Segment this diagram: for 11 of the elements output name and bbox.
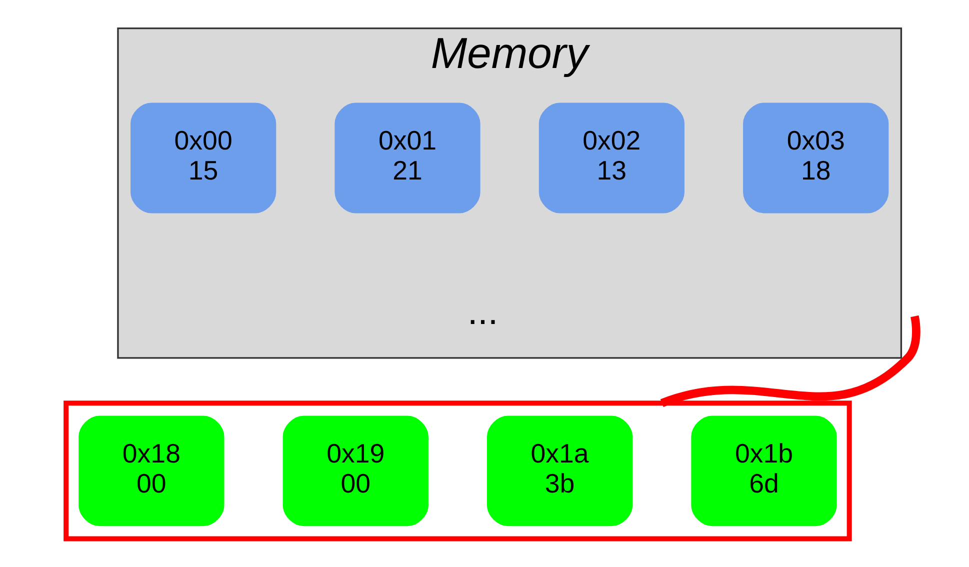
label: ... bbox=[467, 290, 498, 332]
node-box: 0x03 18 bbox=[743, 102, 889, 214]
node-box: 0x19 00 bbox=[282, 416, 428, 526]
node-box: 0x18 00 bbox=[78, 416, 224, 526]
node-box: 0x01 21 bbox=[334, 102, 480, 214]
cluster bbox=[64, 400, 852, 542]
node-box: 0x02 13 bbox=[538, 102, 684, 214]
node-box: 0x1b 6d bbox=[691, 416, 837, 526]
node-box: 0x1a 3b bbox=[487, 416, 633, 526]
connector bbox=[660, 315, 920, 408]
node-box: 0x00 15 bbox=[130, 102, 276, 214]
